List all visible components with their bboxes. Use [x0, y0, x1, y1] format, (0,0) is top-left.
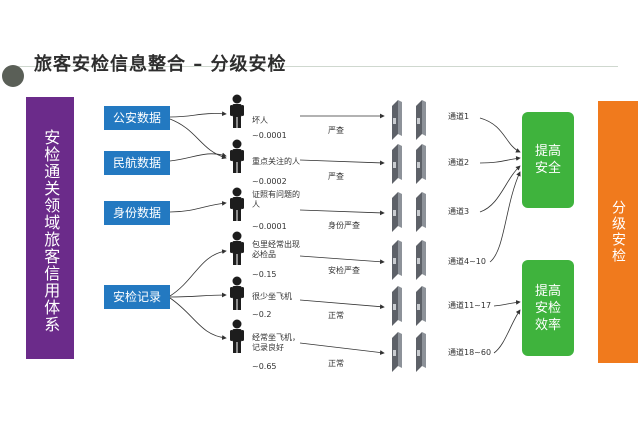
person-label-2: 重点关注的人: [252, 157, 300, 166]
person-ratio-1: ~0.0001: [252, 131, 287, 140]
check-label-5: 正常: [328, 311, 344, 320]
check-label-1: 严查: [328, 126, 344, 135]
source-civil-aviation: 民航数据: [104, 151, 170, 175]
check-arrows: [299, 113, 385, 355]
credit-system-box: 安检通关领域旅客信用体系: [26, 97, 74, 359]
connector-lane3-safety: [479, 165, 521, 213]
outcome-efficiency-label: 提高安检效率: [534, 283, 561, 333]
connector-lane2-safety: [479, 156, 521, 164]
gate-icon-2: [392, 144, 426, 184]
person-ratio-4: ~0.15: [252, 270, 277, 279]
connector-public-to-p1: [169, 111, 227, 118]
person-ratio-5: ~0.2: [252, 310, 272, 319]
lane-label-2: 通道2: [448, 158, 470, 167]
title-underline: [18, 66, 618, 67]
arrow-check-5: [299, 299, 385, 310]
arrow-check-4: [299, 255, 385, 265]
connector-lane1-safety: [479, 117, 521, 153]
person-label-1: 坏人: [252, 116, 268, 125]
lane-label-6: 通道18~60: [448, 348, 492, 357]
lane-label-1: 通道1: [448, 112, 470, 121]
source-public-security: 公安数据: [104, 106, 170, 130]
person-icon-1: [230, 94, 244, 128]
person-icon-5: [230, 276, 244, 310]
connector-identity-to-p3: [169, 200, 227, 213]
connector-aviation-to-p2: [169, 152, 227, 162]
page-title: 旅客安检信息整合 – 分级安检: [34, 54, 287, 75]
person-icon-6: [230, 319, 244, 353]
source-connectors: [169, 111, 227, 340]
check-label-3: 身份严查: [328, 221, 360, 230]
person-icon-3: [230, 187, 244, 221]
gate-icon-1: [392, 100, 426, 140]
person-ratio-6: ~0.65: [252, 362, 277, 371]
check-label-6: 正常: [328, 359, 344, 368]
check-label-4: 安检严查: [328, 266, 360, 275]
arrow-check-2: [299, 159, 385, 166]
person-ratio-3: ~0.0001: [252, 222, 287, 231]
source-identity: 身份数据: [104, 201, 170, 225]
title-bullet: [2, 65, 24, 87]
connector-records-to-p6: [169, 297, 227, 340]
outcome-efficiency-box: 提高安检效率: [522, 260, 574, 356]
arrow-check-6: [299, 342, 385, 355]
person-label-6: 经常坐飞机，记录良好: [252, 333, 300, 352]
person-icon-2: [230, 139, 244, 173]
connector-public-to-p2: [169, 118, 227, 160]
graded-check-box: 分级安检: [598, 101, 638, 363]
gate-icon-3: [392, 192, 426, 232]
person-label-5: 很少坐飞机: [252, 292, 292, 301]
source-security-records: 安检记录: [104, 285, 170, 309]
connector-lane6-efficiency: [493, 309, 521, 354]
gate-icon-4: [392, 240, 426, 280]
check-label-2: 严查: [328, 172, 344, 181]
arrow-check-3: [299, 209, 385, 216]
connector-lane5-efficiency: [493, 300, 521, 307]
gate-icon-5: [392, 286, 426, 326]
outcome-connectors: [479, 117, 521, 354]
connector-records-to-p4: [169, 249, 227, 297]
credit-system-label: 安检通关领域旅客信用体系: [41, 129, 61, 333]
outcome-safety-box: 提高安全: [522, 112, 574, 208]
graded-check-label: 分级安检: [610, 200, 626, 264]
person-label-4: 包里经常出现必检品: [252, 240, 300, 259]
lane-label-5: 通道11~17: [448, 301, 492, 310]
lane-label-4: 通道4~10: [448, 257, 486, 266]
outcome-safety-label: 提高安全: [534, 144, 561, 176]
person-ratio-2: ~0.0002: [252, 177, 287, 186]
person-label-3: 证照有问题的人: [252, 190, 300, 209]
connector-records-to-p5: [169, 292, 227, 298]
gate-icon-6: [392, 332, 426, 372]
lane-label-3: 通道3: [448, 207, 470, 216]
person-icon-4: [230, 231, 244, 265]
connector-lane4-safety: [489, 171, 521, 263]
